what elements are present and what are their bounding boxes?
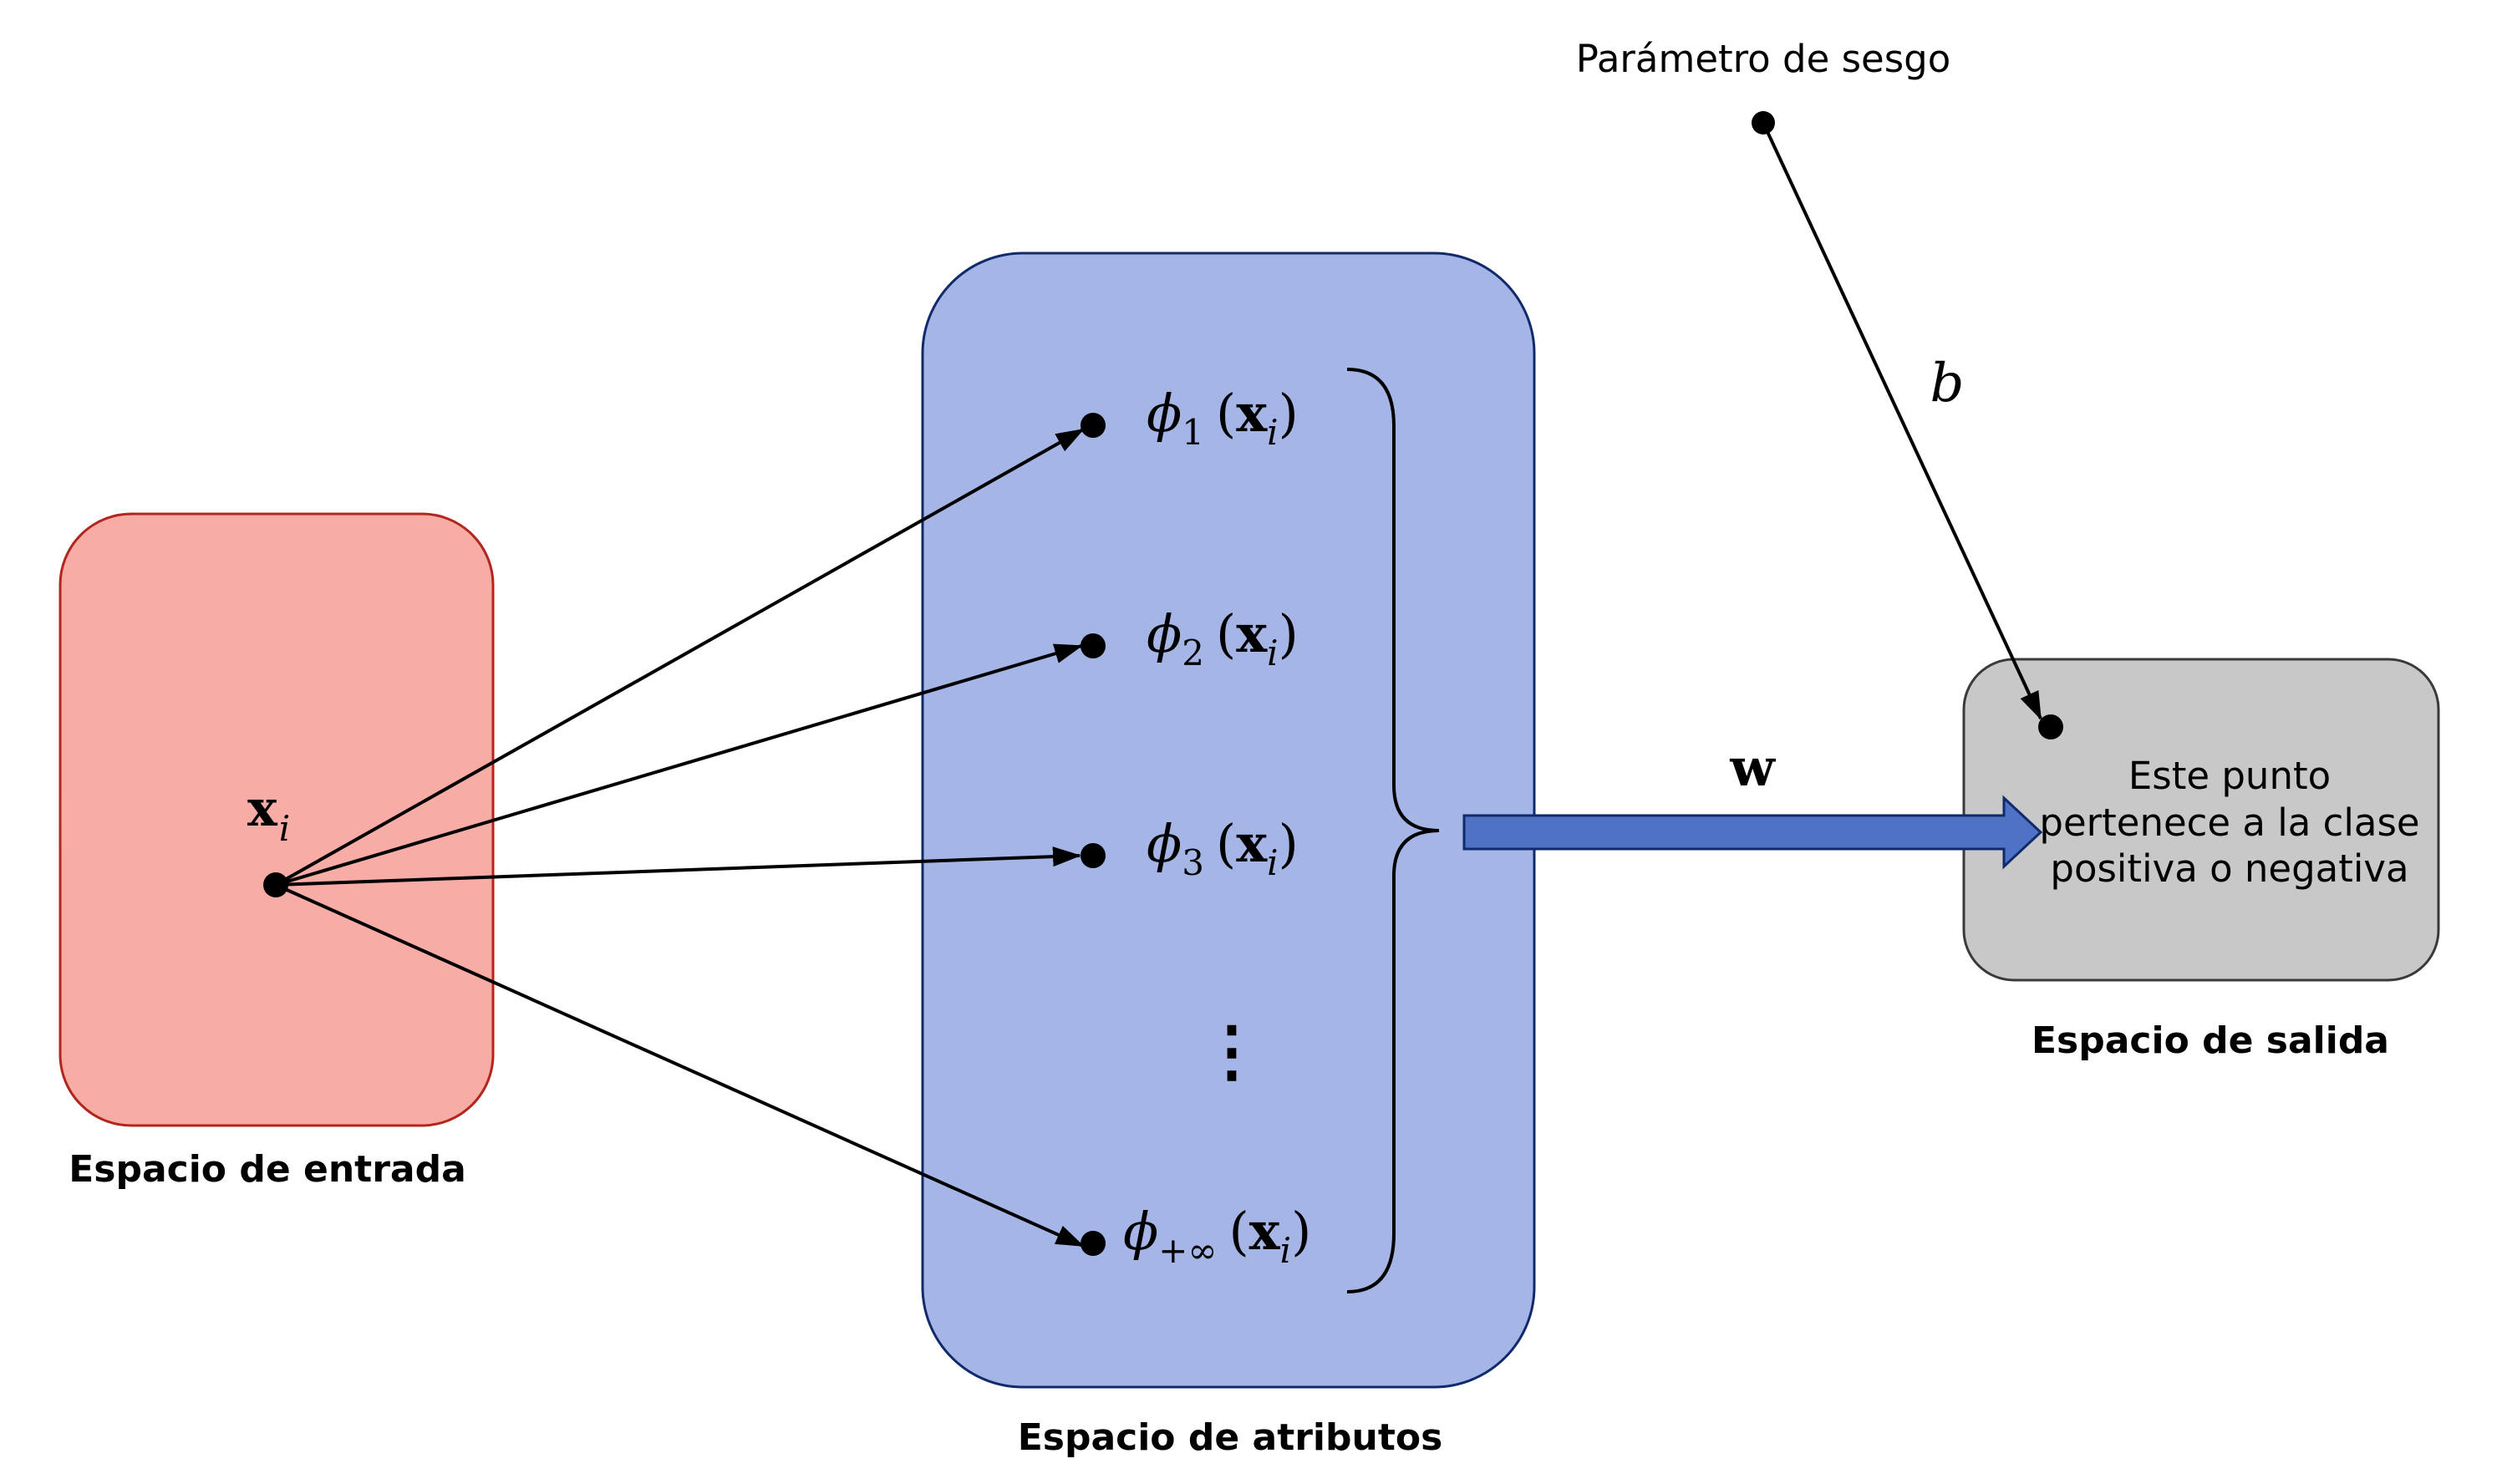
output-text-line-2: pertenece a la clase xyxy=(2039,800,2419,845)
input-point-label: xi xyxy=(247,780,290,849)
feature-label-inf: ϕ+∞(xi) xyxy=(1123,1201,1311,1271)
arrow-to-phi-2 xyxy=(275,643,1083,887)
feature-label-3: ϕ3(xi) xyxy=(1147,813,1299,883)
feature-brace xyxy=(1346,368,1440,1293)
output-point xyxy=(2038,714,2063,739)
input-space-label: Espacio de entrada xyxy=(69,1148,466,1191)
feature-point-2 xyxy=(1081,633,1106,658)
bias-title: Parámetro de sesgo xyxy=(1576,37,1951,81)
arrow-to-phi-3 xyxy=(275,846,1081,887)
bias-label: b xyxy=(1930,353,1965,414)
feature-space-label: Espacio de atributos xyxy=(1018,1416,1443,1459)
output-space-label: Espacio de salida xyxy=(2032,1019,2389,1062)
feature-label-2: ϕ2(xi) xyxy=(1147,603,1299,673)
weight-arrow-label: w xyxy=(1729,737,1776,798)
feature-ellipsis: ⋮ xyxy=(1198,1011,1265,1090)
feature-point-inf xyxy=(1081,1231,1106,1256)
output-text-line-3: positiva o negativa xyxy=(2050,846,2408,891)
arrow-to-phi-inf xyxy=(275,883,1085,1248)
arrow-to-phi-1 xyxy=(275,428,1085,887)
feature-point-1 xyxy=(1081,413,1106,438)
feature-point-3 xyxy=(1081,843,1106,868)
output-text-line-1: Este punto xyxy=(2128,754,2331,798)
input-point xyxy=(263,872,288,897)
mapping-arrows xyxy=(275,428,1085,1248)
feature-label-1: ϕ1(xi) xyxy=(1147,383,1299,453)
weight-arrow xyxy=(1462,795,2043,870)
bias-arrow xyxy=(1762,122,2042,720)
